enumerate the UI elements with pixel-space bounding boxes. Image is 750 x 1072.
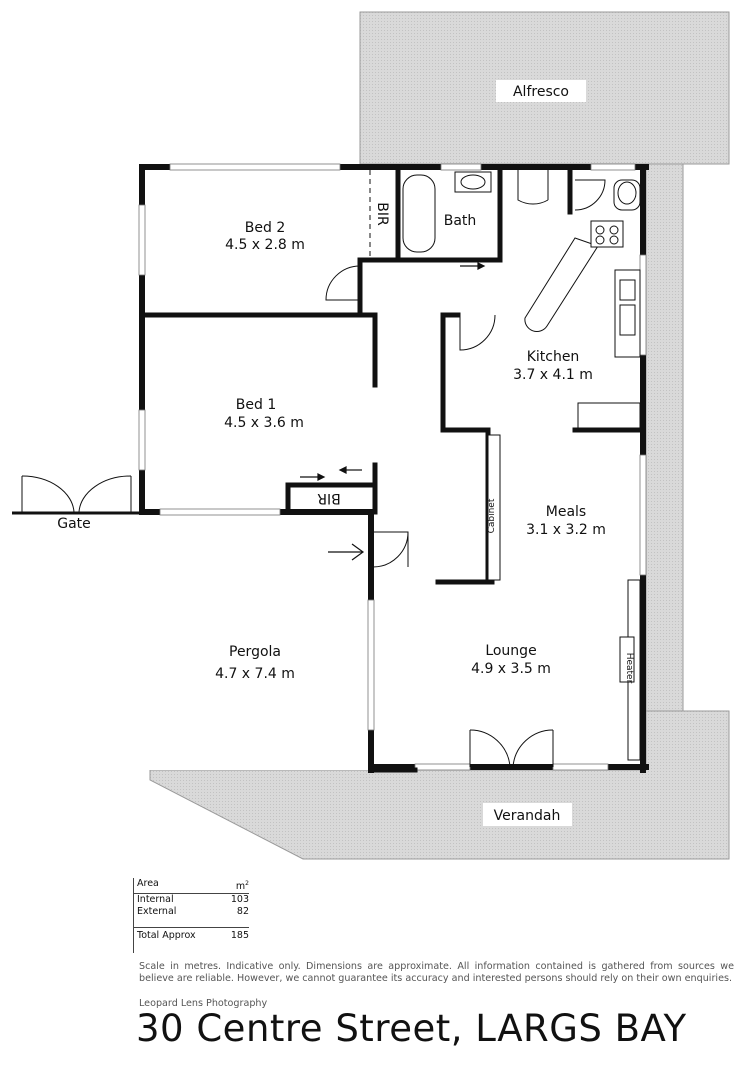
- bir-top-label: BIR: [374, 202, 390, 226]
- bed1-size: 4.5 x 3.6 m: [224, 415, 304, 431]
- kitchen-size: 3.7 x 4.1 m: [513, 367, 593, 383]
- lounge-label: Lounge: [485, 643, 536, 659]
- area-total-row: Total Approx 185: [137, 930, 249, 942]
- area-external-label: External: [137, 906, 177, 917]
- bed2-label: Bed 2: [245, 220, 285, 236]
- area-external-value: 82: [236, 906, 249, 917]
- area-header-unit: m: [235, 881, 246, 893]
- kitchen-label: Kitchen: [527, 349, 580, 365]
- disclaimer: Scale in metres. Indicative only. Dimens…: [139, 961, 734, 984]
- area-header-unit-sup: 2: [245, 880, 249, 887]
- bir-bottom-label: BIR: [317, 490, 341, 506]
- area-internal-value: 103: [230, 894, 249, 905]
- alfresco-label: Alfresco: [513, 84, 569, 100]
- bed2-size: 4.5 x 2.8 m: [225, 237, 305, 253]
- area-internal-row: Internal 103: [137, 894, 249, 906]
- area-external-row: External 82: [137, 906, 249, 918]
- doors: [21, 170, 606, 768]
- area-total-label: Total Approx: [137, 930, 196, 941]
- photographer-credit: Leopard Lens Photography: [139, 998, 268, 1009]
- area-header-row: Area m2: [137, 878, 249, 893]
- cabinet-label: Cabinet: [487, 498, 497, 533]
- meals-label: Meals: [546, 504, 586, 520]
- area-table: Area m2 Internal 103 External 82 Total A…: [133, 878, 249, 953]
- meals-size: 3.1 x 3.2 m: [526, 522, 606, 538]
- side-yard-area: [645, 163, 684, 712]
- lounge-size: 4.9 x 3.5 m: [471, 661, 551, 677]
- pergola-size: 4.7 x 7.4 m: [215, 666, 295, 682]
- windows: [138, 163, 647, 771]
- verandah-label: Verandah: [494, 808, 561, 824]
- heater-label: Heater: [624, 653, 634, 684]
- gate-label: Gate: [57, 516, 91, 532]
- area-internal-label: Internal: [137, 894, 174, 905]
- property-address: 30 Centre Street, LARGS BAY: [136, 1007, 687, 1050]
- kitchen-fixtures: [402, 171, 641, 761]
- area-total-value: 185: [230, 930, 249, 941]
- area-header-label: Area: [137, 878, 159, 889]
- pergola-label: Pergola: [229, 644, 281, 660]
- bed1-label: Bed 1: [236, 397, 276, 413]
- bath-label: Bath: [444, 213, 477, 229]
